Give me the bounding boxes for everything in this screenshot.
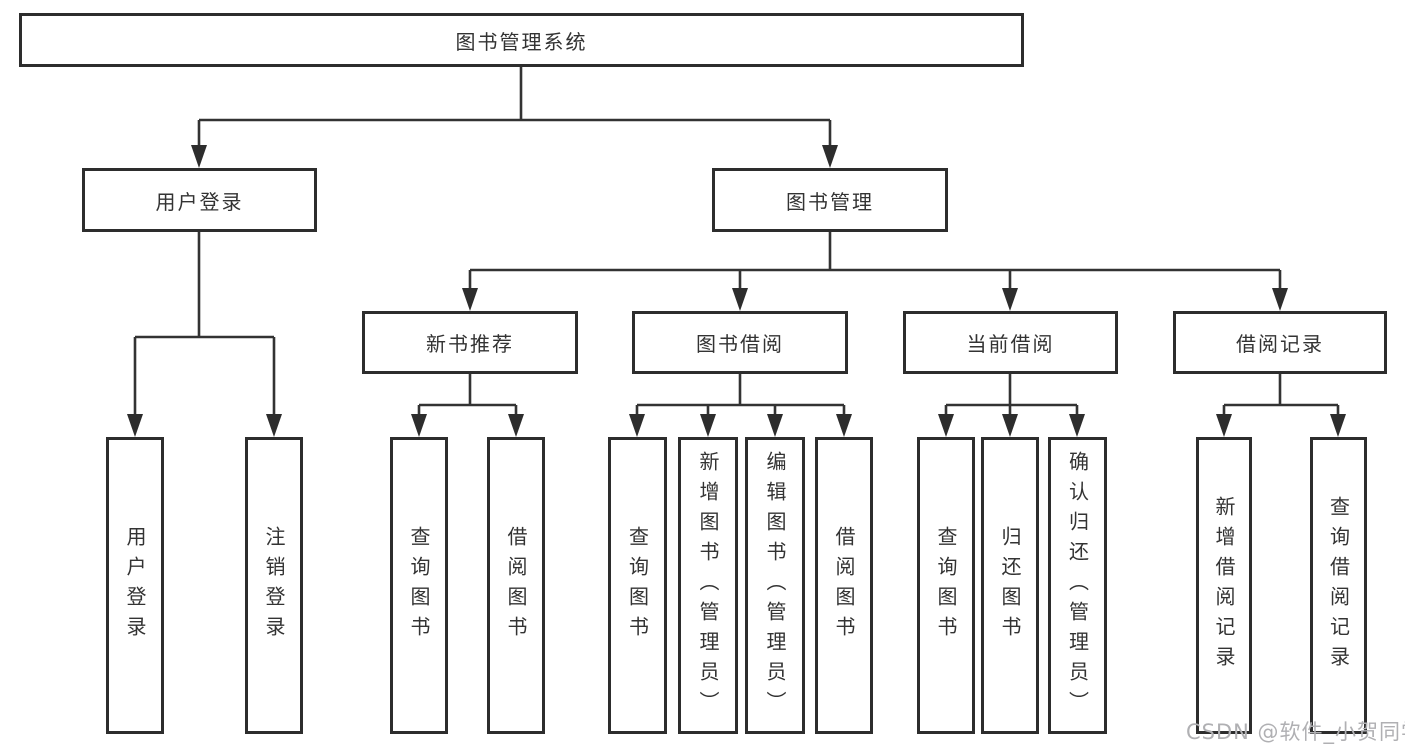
node-leaf-borrow-books-1: 借阅图书 bbox=[487, 437, 545, 734]
node-leaf-query-borrow-record: 查询借阅记录 bbox=[1310, 437, 1367, 734]
node-leaf-edit-books-admin: 编辑图书（管理员） bbox=[745, 437, 805, 734]
node-leaf-query-books-3: 查询图书 bbox=[917, 437, 975, 734]
node-leaf-add-books-admin: 新增图书（管理员） bbox=[678, 437, 738, 734]
arrowheads bbox=[127, 145, 1346, 437]
node-leaf-confirm-return-admin: 确认归还（管理员） bbox=[1048, 437, 1107, 734]
node-leaf-add-borrow-record: 新增借阅记录 bbox=[1196, 437, 1252, 734]
node-leaf-logout: 注销登录 bbox=[245, 437, 303, 734]
node-borrowing-records: 借阅记录 bbox=[1173, 311, 1387, 374]
connector-strokes bbox=[133, 67, 1340, 417]
node-leaf-query-books-1: 查询图书 bbox=[390, 437, 448, 734]
node-book-borrowing: 图书借阅 bbox=[632, 311, 848, 374]
node-book-management: 图书管理 bbox=[712, 168, 948, 232]
node-leaf-return-books: 归还图书 bbox=[981, 437, 1039, 734]
node-leaf-borrow-books-2: 借阅图书 bbox=[815, 437, 873, 734]
node-current-borrowing: 当前借阅 bbox=[903, 311, 1118, 374]
node-leaf-user-login: 用户登录 bbox=[106, 437, 164, 734]
node-leaf-query-books-2: 查询图书 bbox=[608, 437, 667, 734]
node-library-management-system: 图书管理系统 bbox=[19, 13, 1024, 67]
node-new-book-recommend: 新书推荐 bbox=[362, 311, 578, 374]
csdn-watermark: CSDN @软件_小贺同学 bbox=[1186, 720, 1405, 744]
node-user-login: 用户登录 bbox=[82, 168, 317, 232]
